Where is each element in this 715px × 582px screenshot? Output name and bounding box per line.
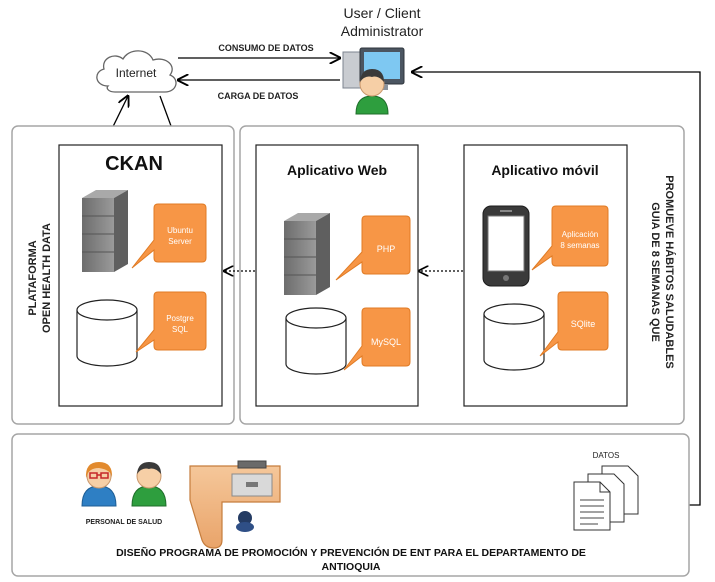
smartphone-icon [482,205,530,287]
documents-icon [573,465,639,531]
web-server-icon [284,213,330,295]
mobile-database-icon [483,303,545,371]
personal-label: PERSONAL DE SALUD [86,519,163,526]
ubuntu-line2: Server [168,237,192,246]
datos-label: DATOS [593,451,620,460]
carga-label: CARGA DE DATOS [218,91,299,101]
aplicacion-line1: Aplicación [562,230,598,239]
movil-title: Aplicativo móvil [491,162,598,178]
web-title: Aplicativo Web [287,162,387,178]
desk-icon [189,460,281,549]
bottom-frame: PERSONAL DE SALUD DATOS DISEÑO PROGRAMA … [11,433,690,577]
caption-line1: DISEÑO PROGRAMA DE PROMOCIÓN Y PREVENCIÓ… [116,546,586,559]
health-man-icon [131,462,167,507]
web-app-box: Aplicativo Web PHP MySQL [255,144,419,407]
user-label-line2: Administrator [341,23,424,39]
postgresql-callout: Postgre SQL [135,291,207,353]
sqlite-callout: SQlite [539,291,609,357]
php-label: PHP [377,244,396,254]
consumo-label: CONSUMO DE DATOS [218,43,313,53]
caption-line2: ANTIOQUIA [322,561,381,573]
health-woman-icon [81,462,117,507]
internet-label: Internet [116,66,157,80]
mobile-app-box: Aplicativo móvil Aplicación 8 semanas SQ… [463,144,628,407]
ckan-box: CKAN Ubuntu Server Postgre SQL [58,144,223,407]
aplicacion-callout: Aplicación 8 semanas [531,205,609,271]
guia-line1: GUIA DE 8 SEMANAS QUE [649,202,661,342]
sqlite-label: SQlite [571,319,596,329]
aplicacion-line2: 8 semanas [560,241,599,250]
plataforma-line1: PLATAFORMA [27,240,39,315]
ckan-database-icon [76,299,138,367]
php-callout: PHP [335,215,411,281]
mysql-label: MySQL [371,337,401,347]
plataforma-line2: OPEN HEALTH DATA [41,223,53,333]
ubuntu-server-callout: Ubuntu Server [131,203,207,269]
mysql-callout: MySQL [343,307,411,371]
user-person-icon [355,69,389,115]
ckan-server-icon [82,190,128,272]
postgres-line2: SQL [172,325,189,334]
guia-line2: PROMUEVE HÁBITOS SALUDABLES [663,175,676,369]
web-database-icon [285,307,347,375]
postgres-line1: Postgre [166,314,194,323]
ckan-title: CKAN [105,153,163,175]
internet-cloud: Internet [96,50,177,93]
user-client-node: User / Client Administrator [341,5,424,115]
ubuntu-line1: Ubuntu [167,226,193,235]
user-label-line1: User / Client [343,5,420,21]
